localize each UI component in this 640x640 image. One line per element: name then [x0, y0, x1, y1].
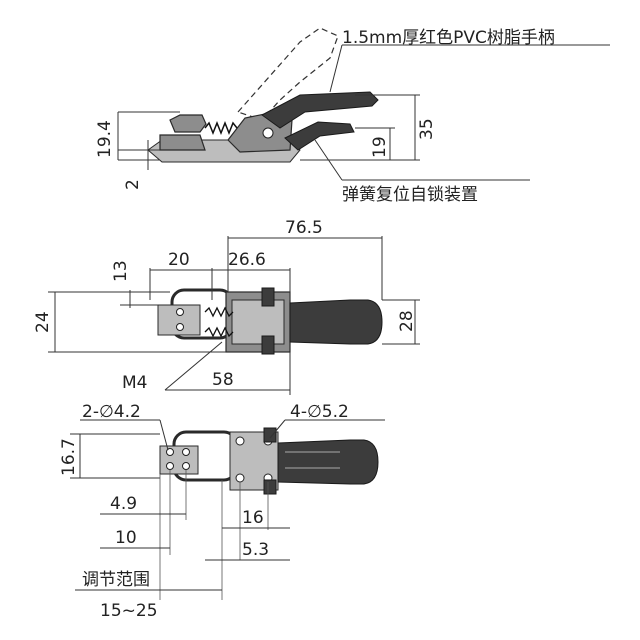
handle-lower — [284, 121, 355, 151]
bottom-view: 2-∅4.2 4-∅5.2 16.7 4.9 10 16 5.3 调节范围 15… — [59, 402, 385, 621]
dim-28: 28 — [397, 310, 417, 332]
dim-58: 58 — [212, 370, 234, 390]
dim-19: 19 — [370, 136, 390, 158]
dim-76-5: 76.5 — [285, 218, 323, 238]
dim-20: 20 — [168, 250, 190, 270]
spring-coil — [204, 120, 238, 136]
pivot-pin — [262, 127, 274, 139]
side-view: 19.4 2 19 35 1.5mm厚红色PVC树脂手柄 弹簧复位自锁装置 — [95, 27, 610, 205]
dim-13: 13 — [111, 260, 131, 282]
top-view: 76.5 20 26.6 13 24 28 M4 58 — [33, 218, 420, 395]
hook-body — [159, 134, 206, 151]
adjust-range-label: 调节范围 — [82, 570, 150, 590]
dim-2: 2 — [123, 179, 143, 190]
handle-top — [289, 299, 383, 345]
dim-16-7: 16.7 — [59, 438, 79, 476]
adjust-range-value: 15~25 — [100, 601, 158, 621]
handle-bottom — [277, 439, 379, 485]
dim-10: 10 — [115, 528, 137, 548]
dim-4-9: 4.9 — [110, 494, 137, 514]
callout-m4: M4 — [122, 373, 147, 393]
callout-holes-small: 2-∅4.2 — [82, 402, 141, 422]
dim-16: 16 — [242, 508, 264, 528]
dim-26-6: 26.6 — [228, 250, 266, 270]
handle-upper — [261, 91, 379, 129]
dim-5-3: 5.3 — [242, 540, 269, 560]
hook-part — [169, 114, 207, 133]
dim-19-4: 19.4 — [95, 120, 115, 158]
dim-24: 24 — [33, 311, 53, 333]
dim-35: 35 — [417, 118, 437, 140]
hook-plate-bottom — [159, 445, 199, 475]
callout-spring: 弹簧复位自锁装置 — [342, 185, 478, 205]
callout-holes-large: 4-∅5.2 — [290, 402, 349, 422]
callout-handle: 1.5mm厚红色PVC树脂手柄 — [342, 28, 555, 48]
